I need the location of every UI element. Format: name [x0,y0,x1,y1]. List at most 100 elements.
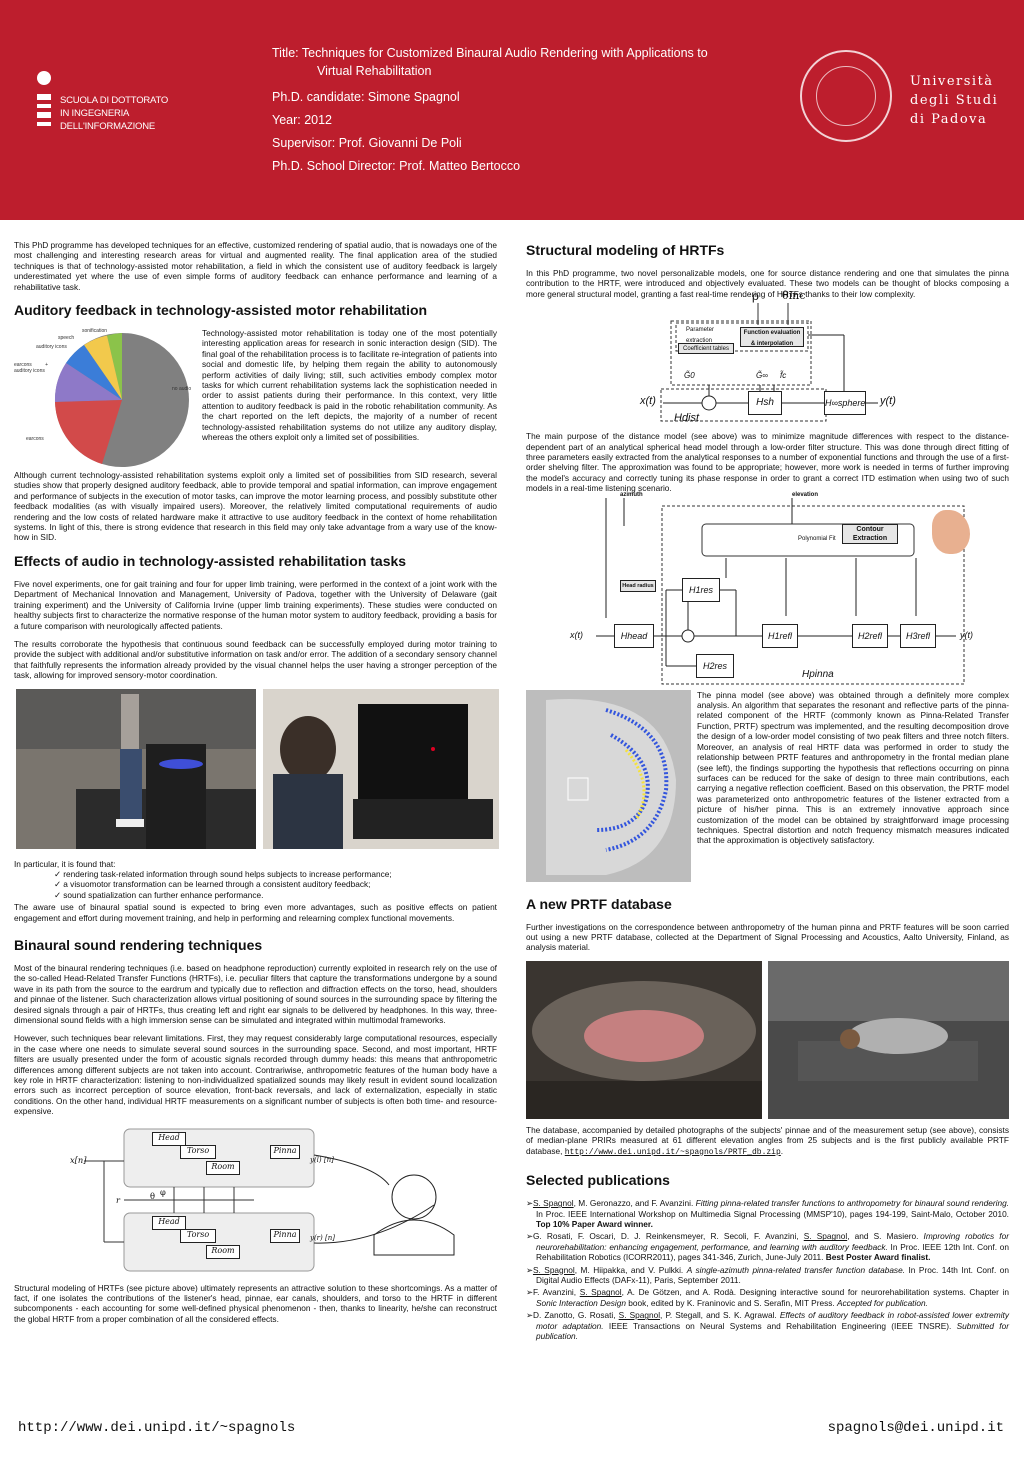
prtf-text-1: Further investigations on the correspond… [526,921,1009,953]
heading-effects: Effects of audio in technology-assisted … [14,552,407,569]
uni-line1: Università [910,74,994,89]
pinna-contour: Contour Extraction [842,523,898,544]
heading-binaural: Binaural sound rendering techniques [14,936,263,953]
effects-text-1: Five novel experiments, one for gait tra… [14,578,497,631]
diag-yr: y(r) [n] [310,1233,335,1242]
dist-rho: ρ [752,289,760,304]
dist-func: Function evaluation & interpolation [740,327,804,348]
university-seal [800,50,892,142]
pie-earcons-auditory [54,363,122,403]
diag-pinna-2: Pinna [270,1228,300,1243]
dist-xt: x(t) [640,395,656,408]
prtf-text-2: The database, accompanied by detailed ph… [526,1124,1009,1156]
pinna-hrefl3: H3refl [900,623,936,648]
diag-head: Head [152,1131,186,1146]
pub-title: A single-azimuth pinna-related transfer … [686,1264,905,1275]
publication-item: G. Rosati, F. Oscari, D. J. Reinkensmeye… [526,1231,1009,1262]
gait-training-photo [16,688,256,849]
measurement-setup-photo [526,960,762,1119]
pub-authors: , and S. Masiero. [847,1231,924,1242]
anechoic-chamber-photo [768,960,1009,1119]
finding-item: a visuomotor transformation can be learn… [54,879,497,889]
school-logo-icon [37,71,51,126]
structural-text-1: In this PhD programme, two novel persona… [526,268,1009,299]
uni-line3: di Padova [910,112,988,127]
diag-room-2: Room [206,1244,240,1259]
pub-authors: F. Avanzini, [532,1287,580,1298]
binaural-text-2: However, such techniques bear relevant l… [14,1033,497,1117]
pub-authors: , P. Stegall, and S. K. Agrawal. [660,1310,780,1321]
dist-coef: Coefficient tables [678,343,734,355]
pie-speech [84,335,122,401]
dist-param: Parameter extraction [686,327,715,344]
ear-photo-icon [932,509,970,554]
footer-website-link[interactable]: http://www.dei.unipd.it/~spagnols [18,1420,296,1436]
right-column: Structural modeling of HRTFs In this PhD… [526,240,1009,1343]
candidate: Ph.D. candidate: Simone Spagnol [272,90,460,104]
dist-hdist: Hdist [674,412,700,425]
poster-title-cont: Virtual Rehabilitation [317,64,432,78]
pub-author: S. Spagnol [579,1287,622,1298]
prtf-database-link[interactable]: http://www.dei.unipd.it/~spagnols/PRTF_d… [564,1147,781,1157]
university-name: Università degli Studi di Padova [910,72,998,129]
pub-status: Accepted for publication. [837,1297,928,1308]
pinna-azimuth: azimuth [620,491,643,498]
binaural-text-1: Most of the binaural rendering technique… [14,962,497,1025]
pub-venue: In Proc. IEEE 12th Int. Conf. on Rehabil… [536,1241,1009,1263]
pinna-yt: y(t) [960,629,973,640]
pinna-head-radius: Head radius [620,579,656,592]
school-line2: IN INGEGNERIA [60,108,130,119]
supervisor: Supervisor: Prof. Giovanni De Poli [272,136,462,150]
heading-publications: Selected publications [526,1172,670,1189]
diag-room: Room [206,1160,240,1175]
poster-title: Title: Techniques for Customized Binaura… [272,46,708,60]
pub-authors: G. Rosati, F. Oscari, D. J. Reinkensmeye… [532,1231,804,1242]
diag-pinna: Pinna [270,1144,300,1159]
pub-author: S. Spagnol [618,1310,661,1321]
binaural-text-3: Structural modeling of HRTFs (see pictur… [14,1282,497,1324]
diag-head-2: Head [152,1215,186,1230]
pub-authors: , M. Geronazzo, and F. Avanzini. [573,1198,696,1209]
pub-award: Top 10% Paper Award winner. [536,1218,653,1229]
dist-theta-inc: θinc [782,289,806,303]
pie-sonification [107,333,122,401]
pie-chart-svg [54,333,189,468]
pub-title: Improving robotics for neurorehabilitati… [536,1231,1009,1252]
pub-authors: D. Zanotto, G. Rosati, [532,1310,619,1321]
school-line1: SCUOLA DI DOTTORATO [60,95,169,106]
intro-text: This PhD programme has developed techniq… [14,240,497,292]
pub-venue: book, edited by K. Franinovic and S. Ser… [625,1297,837,1308]
diag-xn: x[n] [70,1154,87,1165]
left-column: This PhD programme has developed techniq… [14,240,499,1332]
pinna-hres1: H1res [682,577,720,602]
pinna-section: The pinna model (see above) was obtained… [526,689,1009,886]
pie-chart: sonification speech auditory icons earco… [14,328,196,468]
poster-header: SCUOLA DI DOTTORATO IN INGEGNERIA DELL'I… [0,0,1024,220]
pie-label-no-audio: no audio [172,386,192,393]
footer-email-link[interactable]: spagnols@dei.unipd.it [827,1420,1004,1436]
pub-title: Effects of auditory feedback in robot-as… [536,1310,1010,1331]
effects-text-2: The results corroborate the hypothesis t… [14,638,497,681]
pub-venue: IEEE Transactions on Neural Systems and … [603,1320,957,1331]
publication-item: F. Avanzini, S. Spagnol, A. De Götzen, a… [526,1287,1009,1308]
pub-venue: In Proc. 14th Int. Conf. on Digital Audi… [536,1264,1009,1285]
pie-label-sonification: sonification [82,328,108,335]
pinna-hrefl2: H2refl [852,623,888,648]
pinna-hpinna: Hpinna [802,668,834,680]
pub-author: S. Spagnol [803,1231,848,1242]
ear-contour-photo [526,689,691,882]
publication-item: S. Spagnol, M. Hiipakka, and V. Pulkki. … [526,1265,1009,1286]
diag-r: r [116,1194,120,1205]
pub-award: Best Poster Award finalist. [825,1252,931,1263]
pinna-poly: Polynomial Fit [798,535,836,542]
pinna-hrefl1: H1refl [762,623,798,648]
dist-hsh: Hsh [748,391,782,416]
dist-hsphere: H∞sphere [824,391,866,416]
findings-list: rendering task-related information throu… [54,869,497,900]
structural-text-2: The main purpose of the distance model (… [526,431,1009,494]
pub-title: Sonic Interaction Design [536,1297,626,1308]
dist-yt: y(t) [880,395,896,408]
auditory-text-2: Although current technology-assisted reh… [14,470,497,543]
distance-model-diagram: ρ θinc Parameter extraction Coefficient … [526,290,1009,427]
pinna-model-text: The pinna model (see above) was obtained… [697,689,1009,846]
